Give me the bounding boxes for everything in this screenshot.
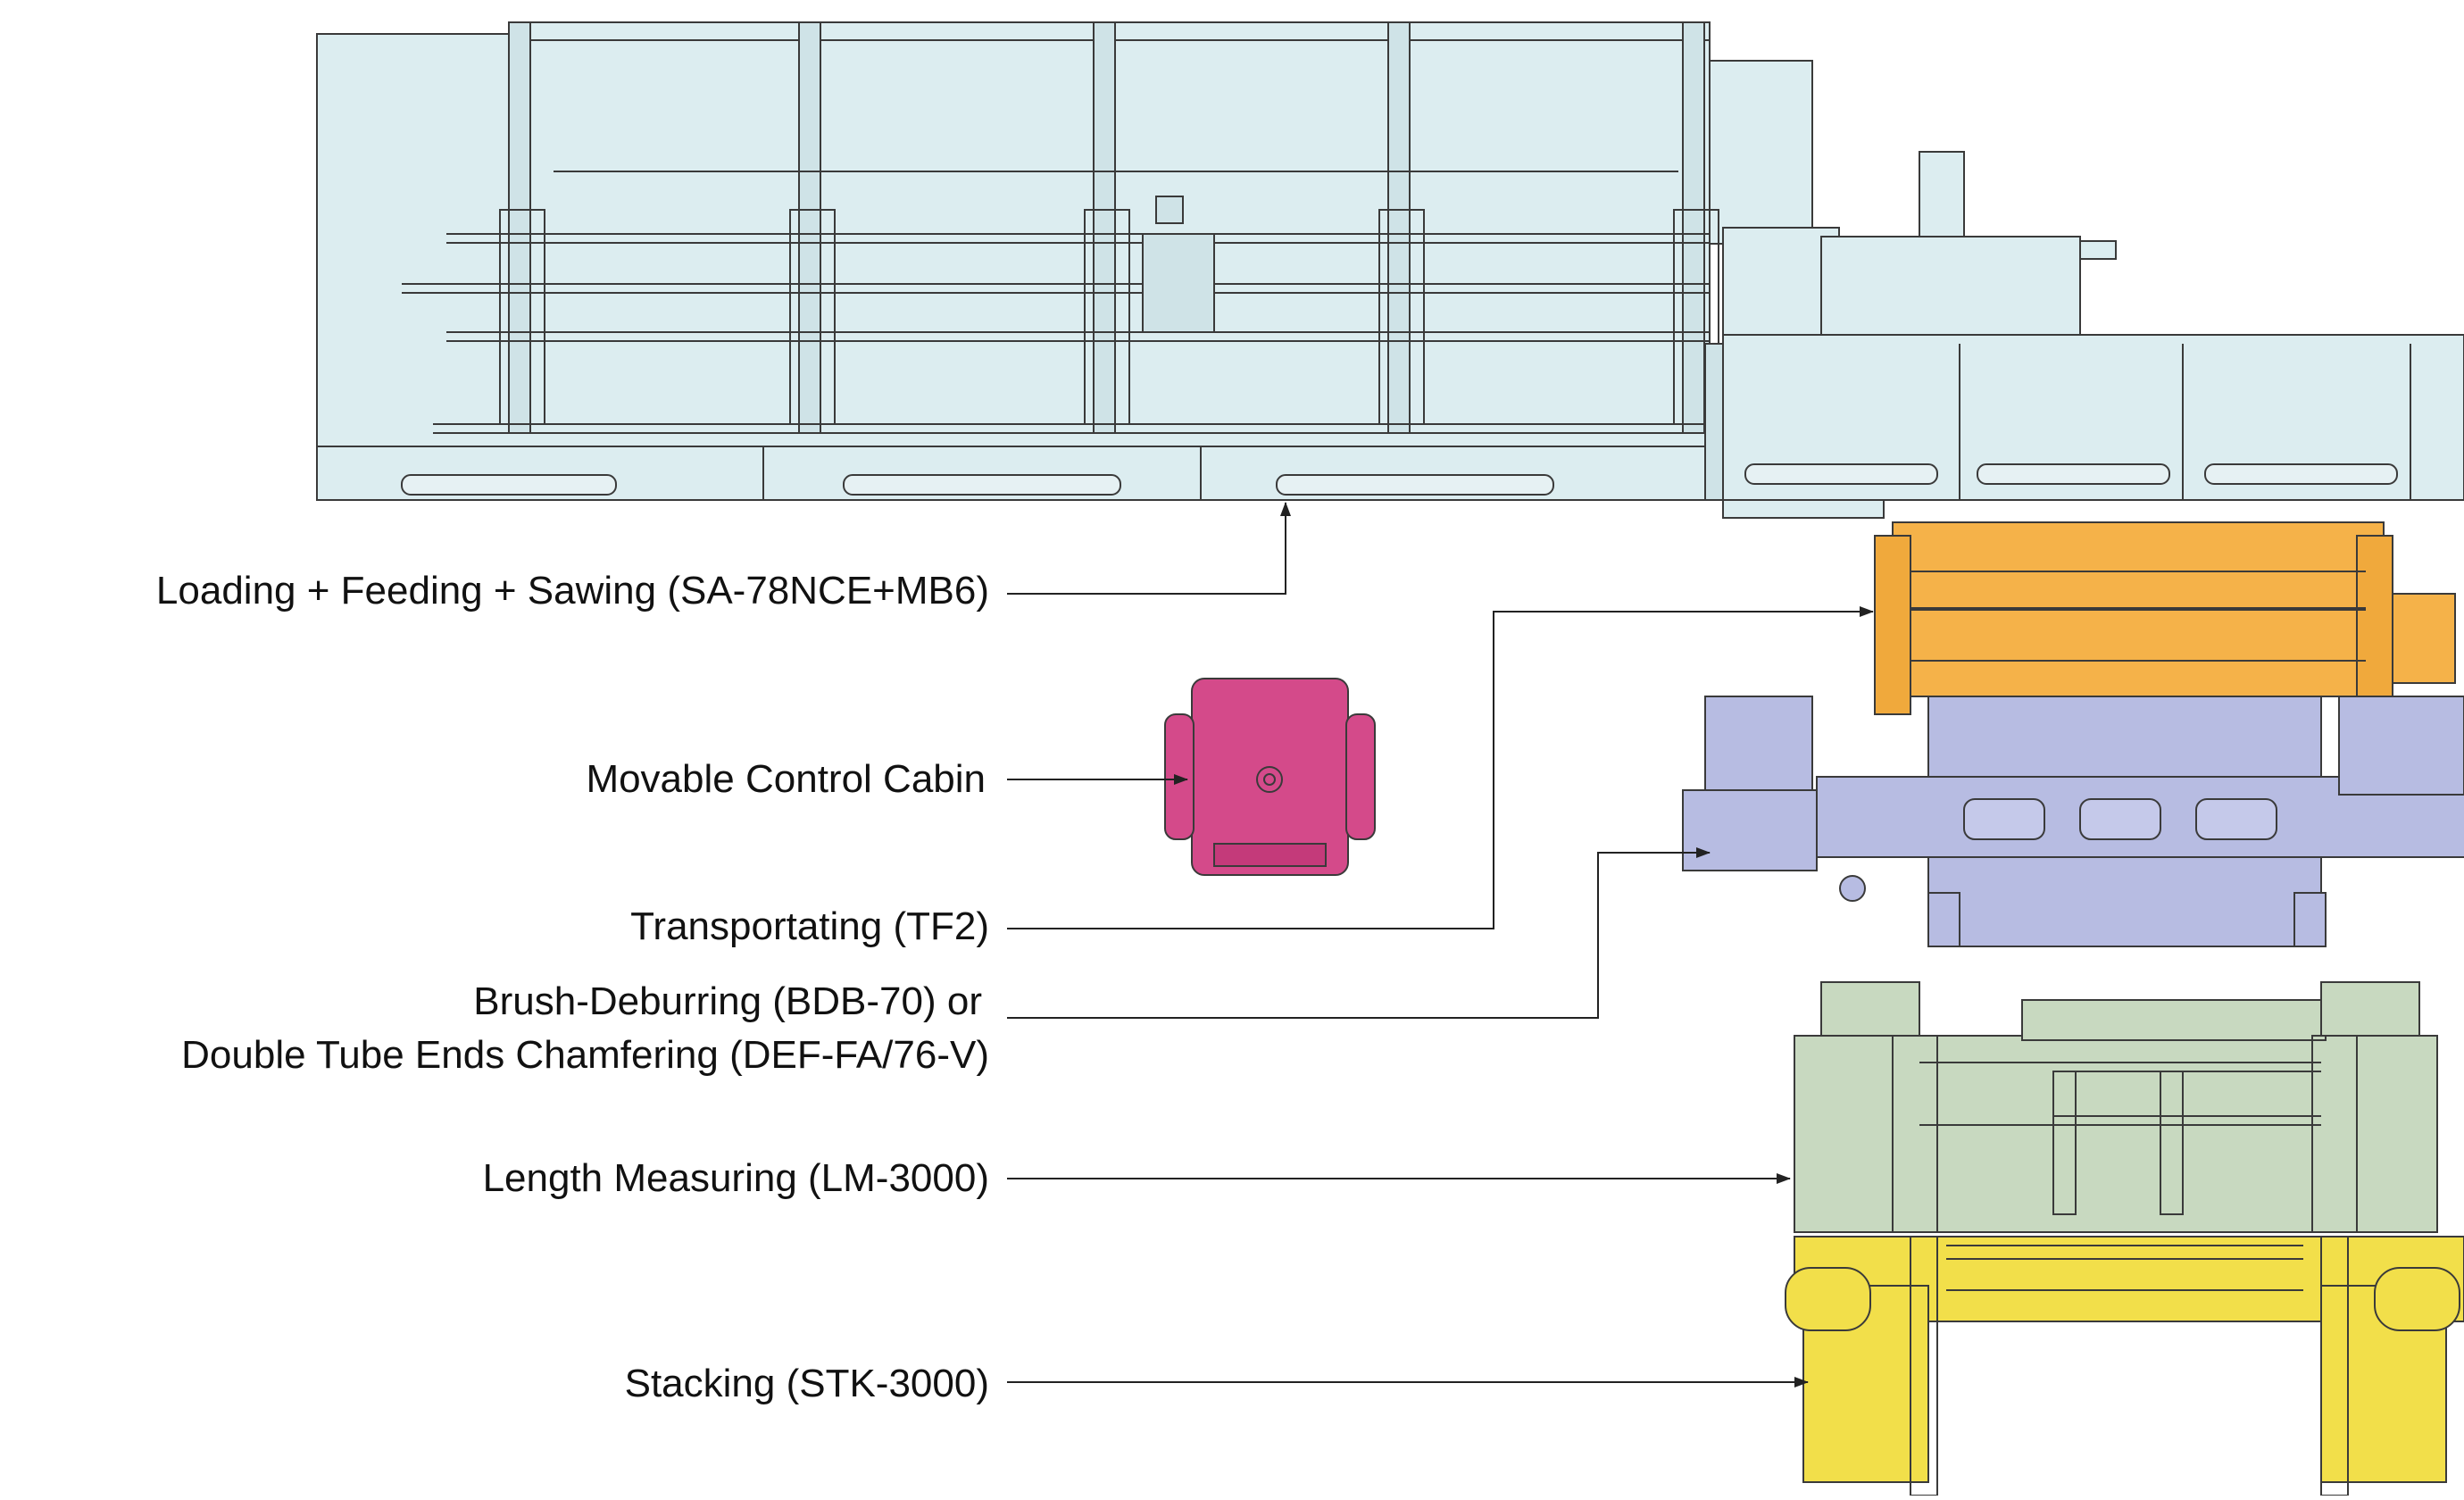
label-movable-control-cabin: Movable Control Cabin xyxy=(586,757,986,801)
label-brush-deburring: Brush-Deburring (BDB-70) or xyxy=(473,979,982,1023)
leader-lines xyxy=(1007,502,1874,1388)
length-measuring-unit xyxy=(1794,981,2438,1233)
loading-feeding-sawing-unit xyxy=(316,21,2117,501)
stacking-unit xyxy=(1785,1236,2464,1496)
label-stacking: Stacking (STK-3000) xyxy=(624,1362,989,1405)
label-double-tube-chamfering: Double Tube Ends Chamfering (DEF-FA/76-V… xyxy=(181,1033,989,1077)
label-length-measuring: Length Measuring (LM-3000) xyxy=(482,1156,989,1200)
brush-deburring-unit xyxy=(1682,696,2464,947)
sawing-section xyxy=(1704,334,2464,519)
control-cabin xyxy=(1164,678,1376,876)
label-loading-feeding-sawing: Loading + Feeding + Sawing (SA-78NCE+MB6… xyxy=(155,569,989,612)
label-transportating: Transportating (TF2) xyxy=(630,904,989,948)
transportating-unit xyxy=(1874,521,2456,715)
